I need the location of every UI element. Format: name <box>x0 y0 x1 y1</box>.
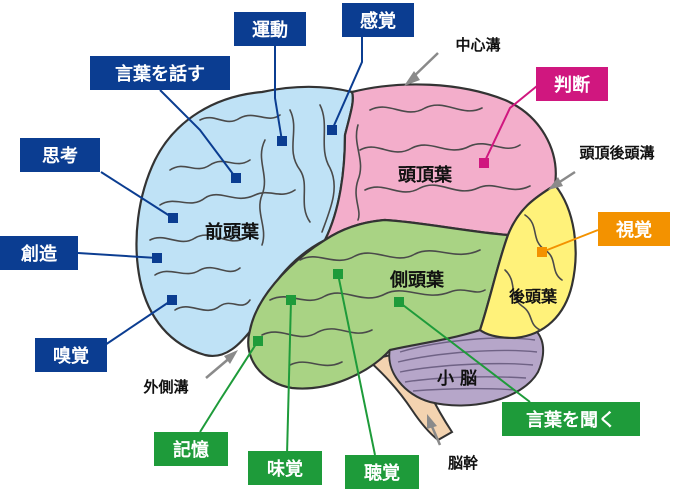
lateral-sulcus-label: 外側溝 <box>142 378 188 396</box>
temporal-gyri <box>261 249 486 367</box>
hearing-box: 聴覚 <box>345 455 419 489</box>
sensation-box: 感覚 <box>342 3 414 37</box>
judgment-leader <box>483 85 538 164</box>
listening-box: 言葉を聞く <box>502 402 640 436</box>
creativity-label: 創造 <box>20 243 57 265</box>
smell-label: 嗅覚 <box>53 345 89 367</box>
motor-box: 運動 <box>234 12 306 46</box>
vision-leader <box>541 229 599 253</box>
smell-box: 嗅覚 <box>35 338 107 372</box>
thinking-label: 思考 <box>42 145 78 167</box>
memory-box: 記憶 <box>154 432 228 466</box>
creativity-box: 創造 <box>0 236 78 270</box>
occipital-lobe-shape <box>478 183 577 340</box>
temporal-lobe-label: 側頭葉 <box>389 269 445 291</box>
occipital-lobe-label: 後頭葉 <box>509 287 558 306</box>
cerebellum-folia <box>397 337 538 392</box>
judgment-box: 判断 <box>536 67 608 101</box>
memory-label: 記憶 <box>173 439 209 461</box>
gray-pointers <box>205 52 576 446</box>
green-leaders <box>199 273 531 456</box>
frontal-lobe-label: 前頭葉 <box>205 221 260 243</box>
central-sulcus-label: 中心溝 <box>455 36 500 54</box>
judgment-label: 判断 <box>554 74 590 96</box>
parietal-gyri <box>355 104 531 221</box>
parieto-occipital-sulcus-label: 頭頂後頭溝 <box>579 144 654 162</box>
brainstem-label: 脳幹 <box>448 454 479 472</box>
thinking-box: 思考 <box>20 138 100 172</box>
frontal-gyri <box>149 104 335 312</box>
taste-box: 味覚 <box>248 451 322 485</box>
green-markers <box>253 269 404 346</box>
vision-label: 視覚 <box>615 219 652 241</box>
hearing-label: 聴覚 <box>364 462 400 484</box>
judgment-marker <box>479 158 489 168</box>
vision-marker <box>537 247 547 257</box>
speech-label: 言葉を話す <box>115 63 205 85</box>
sensation-label: 感覚 <box>360 10 396 32</box>
temporal-lobe-shape <box>247 218 510 390</box>
speech-box: 言葉を話す <box>90 56 230 90</box>
motor-label: 運動 <box>252 19 288 41</box>
navy-leaders <box>77 36 363 346</box>
parietal-lobe-label: 頭頂葉 <box>398 165 453 186</box>
cerebellum-label: 小 脳 <box>437 369 477 389</box>
vision-box: 視覚 <box>598 212 670 246</box>
taste-label: 味覚 <box>267 458 303 480</box>
navy-markers <box>152 125 337 305</box>
listening-label: 言葉を聞く <box>526 409 616 431</box>
